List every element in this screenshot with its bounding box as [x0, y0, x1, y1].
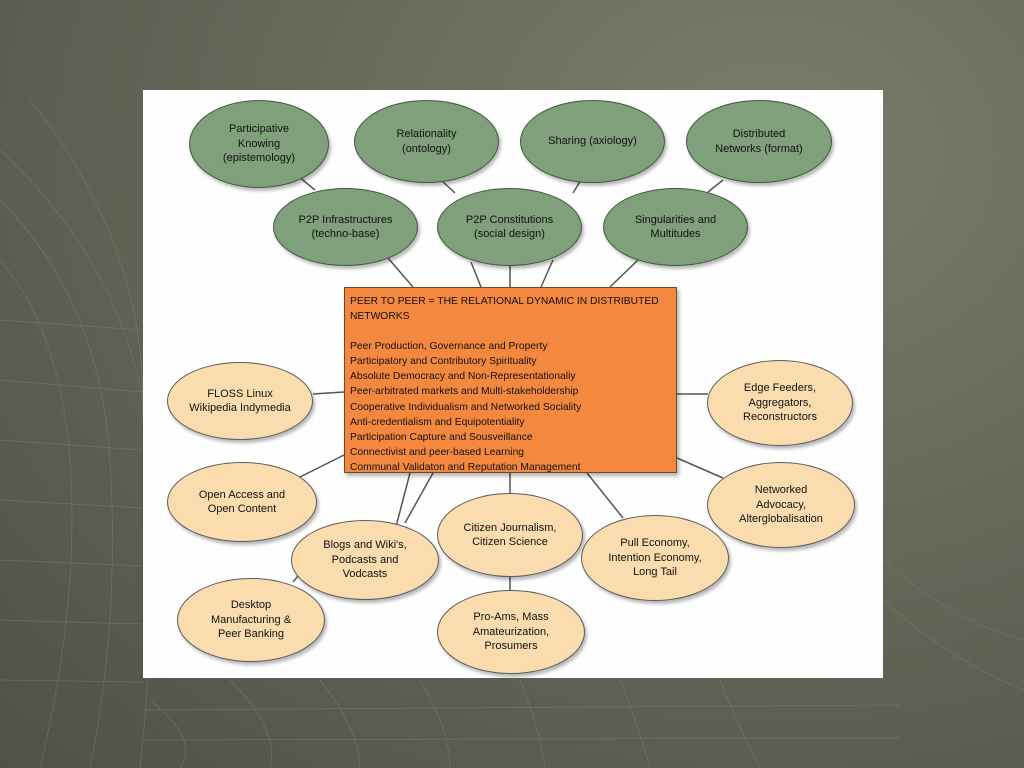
- node-networked-advocacy: Networked Advocacy, Alterglobalisation: [707, 462, 855, 548]
- node-p2p-infrastructures: P2P Infrastructures (techno-base): [273, 188, 418, 266]
- node-distributed-networks: Distributed Networks (format): [686, 100, 832, 183]
- center-list-item: Peer Production, Governance and Property: [350, 341, 548, 353]
- connector-lines: [292, 175, 724, 592]
- center-list-item: Participation Capture and Sousveillance: [350, 431, 533, 443]
- diagram-panel: Participative Knowing (epistemology) Rel…: [143, 90, 883, 678]
- node-pro-ams: Pro-Ams, Mass Amateurization, Prosumers: [437, 590, 585, 674]
- center-list-item: Connectivist and peer-based Learning: [350, 446, 525, 458]
- center-list-item: Participatory and Contributory Spiritual…: [350, 356, 537, 368]
- center-list-item: Cooperative Individualism and Networked …: [350, 401, 582, 413]
- node-citizen-journalism: Citizen Journalism, Citizen Science: [437, 493, 583, 577]
- node-open-access: Open Access and Open Content: [167, 462, 317, 542]
- node-blogs: Blogs and Wiki's, Podcasts and Vodcasts: [291, 520, 439, 600]
- center-box: PEER TO PEER = THE RELATIONAL DYNAMIC IN…: [344, 287, 677, 473]
- center-list-item: Anti-credentialism and Equipotentiality: [350, 416, 525, 428]
- node-p2p-constitutions: P2P Constitutions (social design): [437, 188, 582, 266]
- node-pull-economy: Pull Economy, Intention Economy, Long Ta…: [581, 515, 729, 601]
- node-edge-feeders: Edge Feeders, Aggregators, Reconstructor…: [707, 360, 853, 446]
- center-list-item: Communal Validaton and Reputation Manage…: [350, 461, 581, 473]
- center-list-item: Absolute Democracy and Non-Representatio…: [350, 371, 576, 383]
- node-participative-knowing: Participative Knowing (epistemology): [189, 100, 329, 188]
- node-relationality: Relationality (ontology): [354, 100, 499, 183]
- center-title: PEER TO PEER = THE RELATIONAL DYNAMIC IN…: [350, 296, 659, 323]
- node-singularities: Singularities and Multitudes: [603, 188, 748, 266]
- node-floss: FLOSS Linux Wikipedia Indymedia: [167, 362, 313, 440]
- center-list-item: Peer-arbitrated markets and Multi-stakeh…: [350, 386, 579, 398]
- center-list: Peer Production, Governance and Property…: [350, 339, 670, 475]
- node-desktop-manufacturing: Desktop Manufacturing & Peer Banking: [177, 578, 325, 662]
- node-sharing: Sharing (axiology): [520, 100, 665, 183]
